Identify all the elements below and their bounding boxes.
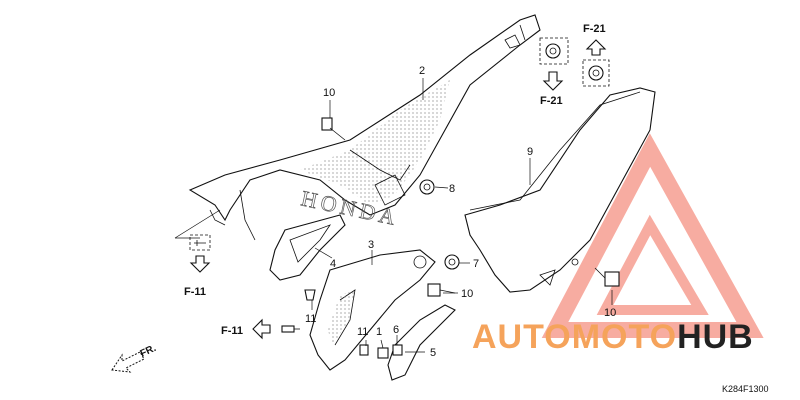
grommet-f21-top [539, 37, 569, 65]
screw-11-left [189, 234, 211, 251]
part-4-inner-panel [269, 214, 346, 281]
screw-11-bottom [304, 289, 316, 301]
ref-f11-bottom: F-11 [221, 325, 243, 337]
callout-10-top: 10 [323, 87, 335, 99]
screw-f11-bottom [281, 325, 300, 333]
callout-7: 7 [473, 258, 479, 270]
leader-lines [174, 78, 613, 353]
callout-3: 3 [368, 239, 374, 251]
bolt-10-right [594, 267, 620, 287]
watermark-brand-part1: AUTOMOTO [472, 318, 677, 356]
ref-f21-bottom: F-21 [540, 95, 563, 107]
ref-f21-top: F-21 [583, 23, 606, 35]
f21-arrow-down [542, 71, 564, 91]
callout-2: 2 [419, 65, 425, 77]
part-5-trim [387, 304, 456, 381]
grommet-8 [419, 179, 435, 195]
f21-arrow-up [585, 39, 607, 56]
callout-9: 9 [527, 146, 533, 158]
grommet-7 [444, 254, 460, 270]
callout-5: 5 [430, 347, 436, 359]
bolt-10-top [321, 117, 346, 141]
watermark-brand-part2: HUB [677, 318, 754, 356]
callout-11-left: 11 [305, 313, 316, 325]
part-3-lower-cover [309, 249, 436, 371]
part-9-right-cover [464, 87, 656, 293]
f11-arrow-down [189, 255, 211, 273]
callout-11-bottom: 11 [357, 326, 368, 338]
watermark-brand: AUTOMOTOHUB [472, 318, 754, 356]
diagram-code: K284F1300 [722, 384, 769, 394]
ref-f11-left: F-11 [184, 286, 206, 298]
callout-6: 6 [393, 324, 399, 336]
f11-arrow-left [252, 318, 271, 340]
callout-10-mid: 10 [461, 288, 473, 300]
callout-1: 1 [376, 326, 382, 338]
callout-8: 8 [449, 183, 455, 195]
callout-10-right: 10 [604, 307, 616, 319]
callout-4: 4 [330, 258, 336, 270]
watermark-logo [541, 133, 764, 338]
front-direction-arrow [111, 351, 145, 373]
front-direction-label: FR. [139, 343, 158, 360]
clips-1-6 [359, 344, 403, 359]
bolt-10-mid [427, 283, 456, 297]
grommet-f21-right [582, 59, 610, 87]
